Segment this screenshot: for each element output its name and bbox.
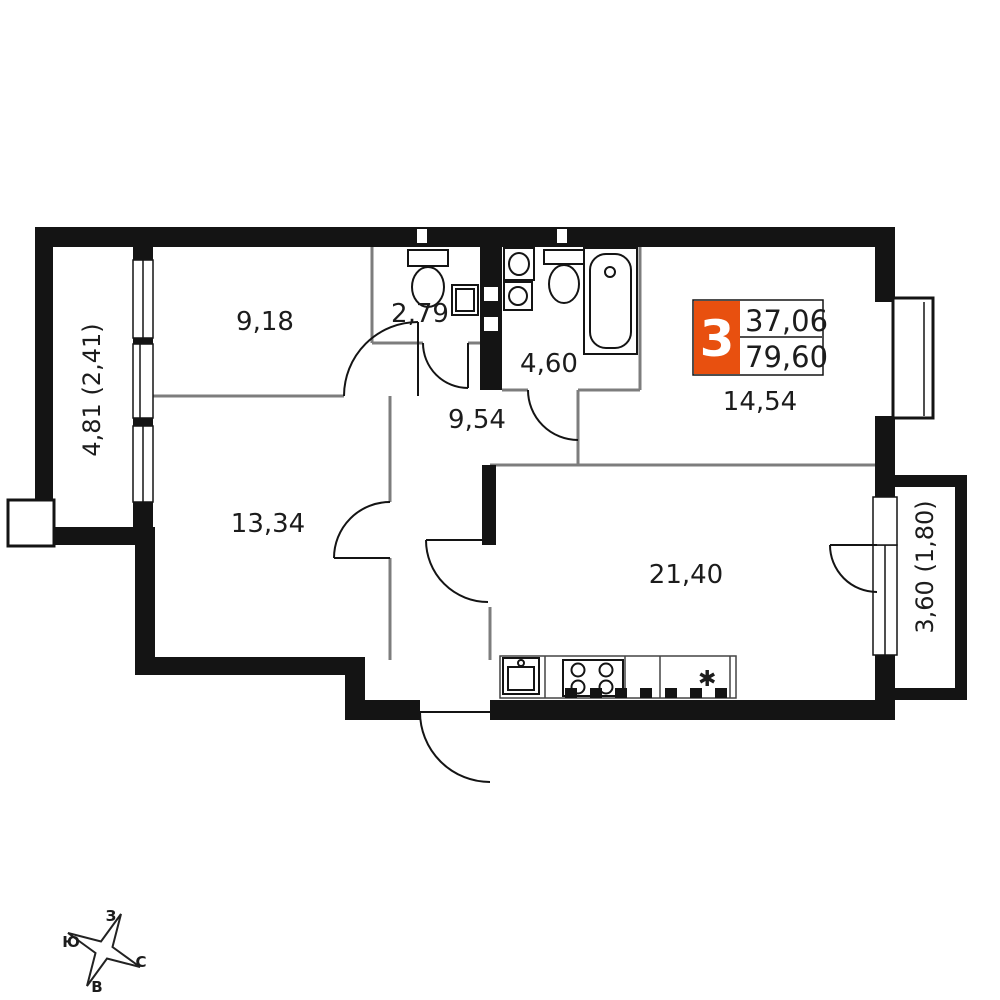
room-label-279: 2,79 xyxy=(391,299,449,329)
washing-machine-icon xyxy=(503,281,533,311)
kitchen-fixtures: ✱ xyxy=(499,655,737,699)
room-label-954: 9,54 xyxy=(448,405,506,435)
room-label-918: 9,18 xyxy=(236,307,294,337)
window-left-1 xyxy=(132,259,154,339)
compass-right: С xyxy=(135,953,146,971)
fridge-mark: ✱ xyxy=(698,667,716,692)
right-balcony-walls xyxy=(895,475,967,700)
window-right xyxy=(872,544,898,656)
washbasin-icon xyxy=(503,247,535,281)
balcony-door-left xyxy=(132,343,154,419)
badge-living-area: 37,06 xyxy=(745,304,828,338)
bay-window xyxy=(891,296,935,420)
badge-total-area: 79,60 xyxy=(745,340,828,374)
toilet-icon xyxy=(543,249,585,304)
compass-rose: З Ю С В xyxy=(62,907,146,996)
room-label-2140: 21,40 xyxy=(649,560,723,590)
compass-bottom: В xyxy=(91,978,102,996)
room-label-1454: 14,54 xyxy=(723,387,797,417)
badge-rooms-count: 3 xyxy=(700,310,735,368)
door-wc xyxy=(422,342,469,389)
outer-ledge xyxy=(6,498,56,548)
compass-top: З xyxy=(106,907,117,925)
interior-partitions xyxy=(153,247,875,660)
windows xyxy=(132,259,898,656)
bathroom-fixtures xyxy=(503,247,638,355)
door-room-918 xyxy=(343,321,419,397)
balcony-door-right xyxy=(872,496,898,546)
outer-walls xyxy=(35,227,895,720)
door-room-1334 xyxy=(333,501,391,559)
doors xyxy=(333,321,878,783)
door-entrance xyxy=(419,711,491,783)
window-left-2 xyxy=(132,425,154,503)
kitchen-sink-icon xyxy=(502,657,540,695)
door-balcony-right xyxy=(829,544,878,593)
area-badge: 3 37,06 79,60 xyxy=(692,299,828,376)
bathtub-icon xyxy=(583,247,638,355)
balcony-label-left: 4,81 (2,41) xyxy=(78,323,106,456)
sink-icon xyxy=(451,284,479,316)
badge-rooms-box xyxy=(694,301,740,374)
counter-ticks xyxy=(565,688,727,698)
door-bathroom xyxy=(527,389,579,441)
balcony-label-right: 3,60 (1,80) xyxy=(911,500,939,633)
compass-star xyxy=(67,913,141,987)
door-kitchen xyxy=(425,539,489,603)
room-label-1334: 13,34 xyxy=(231,509,305,539)
compass-left: Ю xyxy=(62,933,80,951)
room-label-460: 4,60 xyxy=(520,349,578,379)
wc-fixtures xyxy=(407,249,479,316)
room-labels: 9,18 2,79 4,60 9,54 14,54 13,34 21,40 4,… xyxy=(78,299,939,634)
toilet-icon xyxy=(407,249,449,308)
